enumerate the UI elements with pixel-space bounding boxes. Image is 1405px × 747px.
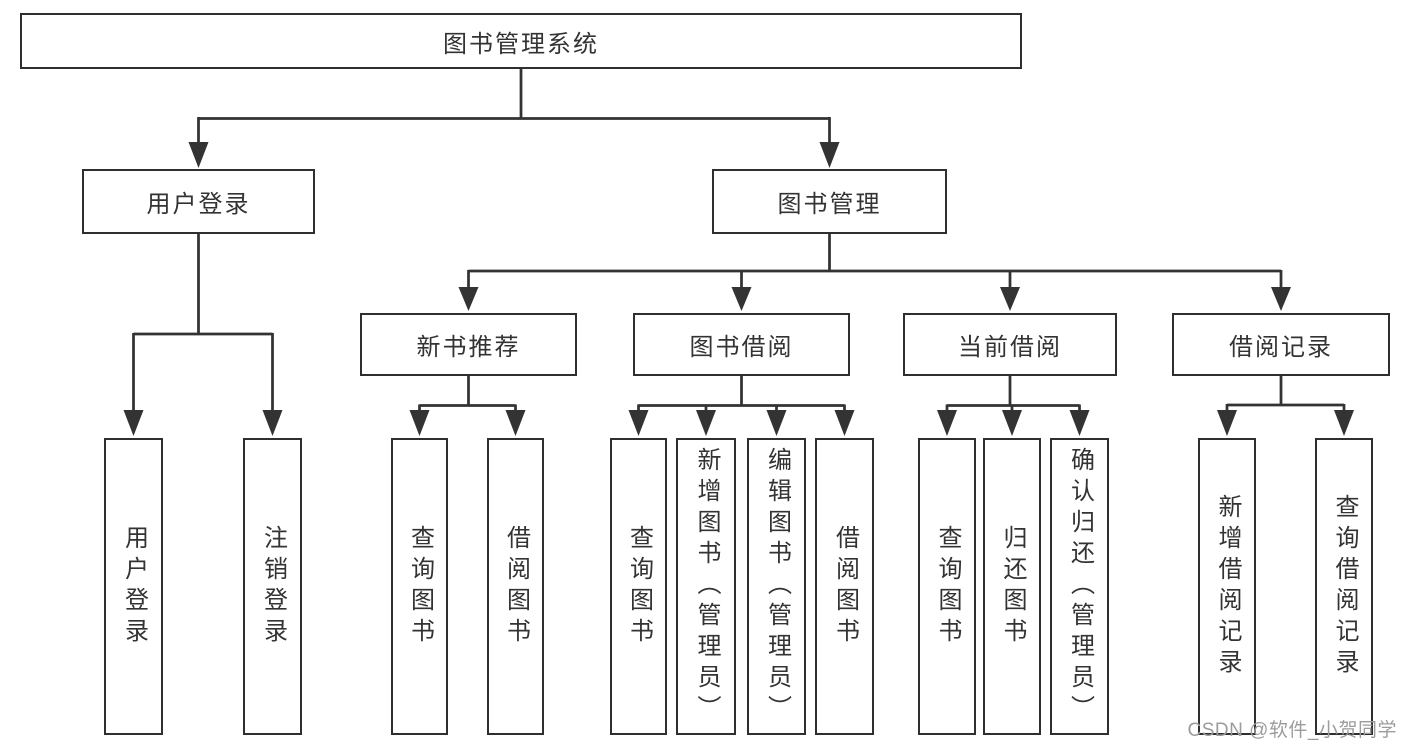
leaf-query-books-current: 查询图书 xyxy=(918,438,976,735)
leaf-label: 借阅图书 xyxy=(502,524,530,649)
leaf-label: 确认归还（管理员） xyxy=(1066,447,1094,726)
leaf-edit-books-admin: 编辑图书（管理员） xyxy=(747,438,806,735)
leaf-add-books-admin: 新增图书（管理员） xyxy=(676,438,736,735)
node-current-borrow: 当前借阅 xyxy=(903,313,1117,376)
leaf-borrow-books: 借阅图书 xyxy=(815,438,874,735)
leaf-label: 用户登录 xyxy=(120,524,148,649)
leaf-label: 查询图书 xyxy=(934,524,961,649)
connector-paths xyxy=(132,67,1346,416)
node-user-login: 用户登录 xyxy=(82,169,315,234)
leaf-query-books-borrow: 查询图书 xyxy=(610,438,667,735)
node-book-management: 图书管理 xyxy=(712,169,947,234)
leaf-add-borrow-record: 新增借阅记录 xyxy=(1198,438,1256,735)
leaf-label: 注销登录 xyxy=(259,524,287,649)
node-book-borrow: 图书借阅 xyxy=(633,313,850,376)
leaf-logout-login: 注销登录 xyxy=(243,438,302,735)
node-new-book-recommend: 新书推荐 xyxy=(360,313,577,376)
leaf-query-borrow-record: 查询借阅记录 xyxy=(1315,438,1373,735)
leaf-label: 归还图书 xyxy=(999,524,1026,649)
leaf-label: 新增借阅记录 xyxy=(1214,493,1241,680)
leaf-label: 查询借阅记录 xyxy=(1331,493,1358,680)
leaf-label: 查询图书 xyxy=(625,524,653,649)
leaf-label: 查询图书 xyxy=(406,524,434,649)
leaf-label: 新增图书（管理员） xyxy=(693,447,720,726)
leaf-label: 编辑图书（管理员） xyxy=(763,447,791,726)
leaf-confirm-return-admin: 确认归还（管理员） xyxy=(1050,438,1109,735)
connector-arrowheads xyxy=(123,142,1354,436)
leaf-user-login: 用户登录 xyxy=(104,438,163,735)
node-borrow-records: 借阅记录 xyxy=(1172,313,1390,376)
node-library-system: 图书管理系统 xyxy=(20,13,1022,69)
leaf-query-books-recommend: 查询图书 xyxy=(391,438,448,735)
leaf-borrow-books-recommend: 借阅图书 xyxy=(487,438,544,735)
watermark-text: CSDN @软件_小贺同学 xyxy=(1187,720,1397,741)
leaf-return-books: 归还图书 xyxy=(983,438,1041,735)
leaf-label: 借阅图书 xyxy=(831,524,859,649)
